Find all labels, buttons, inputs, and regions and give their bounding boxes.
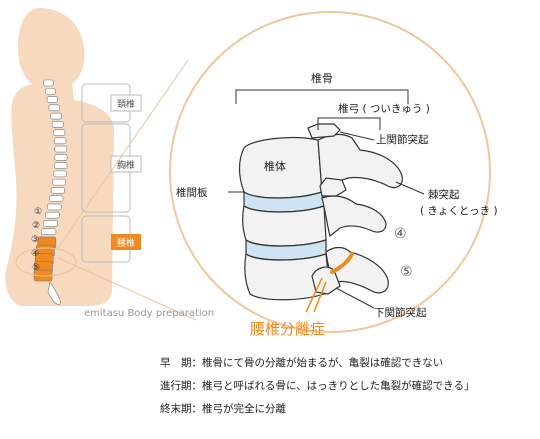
stage-early-text: ：椎骨にて骨の分離が始まるが、亀裂は確認できない [191, 357, 444, 369]
stage-terminal: 終末期：椎弓が完全に分離 [160, 398, 530, 421]
fracture-pointer [305, 277, 327, 313]
spine-column [33, 79, 68, 305]
lower-vertebral-body [244, 252, 331, 301]
spine-vertebra [47, 203, 62, 211]
vertebra-numbers: ① ② ③ ④ ⑤ [31, 207, 42, 273]
stage-notes: 早 期：椎骨にて骨の分離が始まるが、亀裂は確認できない 進行期：椎弓と呼ばれる骨… [160, 352, 530, 421]
spine-vertebra [44, 87, 56, 95]
credit-text: emitasu Body preparation [84, 308, 214, 319]
stage-terminal-term: 終末期 [160, 403, 192, 415]
spine-vertebra [53, 170, 67, 178]
vertebra-number-5: ⑤ [32, 263, 40, 273]
condition-title: 腰椎分離症 [250, 320, 325, 338]
spine-vertebra [43, 79, 54, 87]
spine-vertebra [45, 211, 60, 219]
vertebra-illustration [238, 123, 403, 301]
spine-vertebra [54, 162, 68, 169]
label-disc: 椎間板 [176, 186, 208, 199]
spine-vertebra [54, 145, 68, 153]
spine-vertebra [40, 228, 57, 235]
label-spinous-1: 棘突起 [428, 188, 460, 201]
sacrum [47, 281, 61, 305]
spine-vertebra [51, 121, 64, 128]
inferior-articular-process [311, 266, 341, 295]
vertebra-number-2: ② [32, 221, 40, 231]
spine-vertebra [50, 187, 65, 194]
middle-articular-process [319, 177, 347, 197]
anatomy-labels: 椎骨 椎弓 ( ついきゅう ) 上関節突起 椎体 椎間板 棘突起 ( きょくとっ… [176, 71, 498, 319]
label-superior-articular: 上関節突起 [376, 133, 429, 146]
spine-vertebra [48, 104, 60, 112]
stage-progressive-text: ：椎弓と呼ばれる骨に、はっきりとした亀裂が確認できる」 [191, 380, 475, 392]
spine-vertebra [46, 96, 58, 103]
label-body: 椎体 [264, 159, 286, 173]
stage-progressive: 進行期：椎弓と呼ばれる骨に、はっきりとした亀裂が確認できる」 [160, 375, 530, 398]
vertebra-number-1: ① [34, 207, 42, 217]
annotation-lines [228, 89, 425, 309]
stage-early-term: 早 期 [160, 357, 192, 369]
label-vertebra: 椎骨 [311, 71, 333, 85]
fracture-highlight [330, 252, 354, 274]
vertebra-number-4: ④ [31, 249, 39, 259]
spine-vertebra [54, 154, 68, 161]
zoom-lines [15, 59, 197, 321]
arch-bracket [317, 117, 381, 130]
spine-vertebra [50, 112, 62, 120]
lumbar-label: 腰椎 [117, 237, 135, 249]
vertebra-bracket [235, 89, 409, 104]
stage-early: 早 期：椎骨にて骨の分離が始まるが、亀裂は確認できない [160, 352, 530, 375]
label-number-4: ④ [394, 226, 407, 242]
label-arch: 椎弓 ( ついきゅう ) [338, 102, 430, 115]
lumbar-label-box [111, 234, 141, 250]
vertebra-number-3: ③ [31, 235, 39, 245]
region-boxes: 頚椎 胸椎 腰椎 [81, 83, 142, 263]
spine-vertebra [52, 178, 67, 186]
stage-progressive-term: 進行期 [160, 380, 192, 392]
spine-vertebra [53, 129, 66, 136]
cervical-label: 頚椎 [117, 98, 135, 110]
label-inferior-articular: 下関節突起 [374, 306, 427, 319]
stage-terminal-text: ：椎弓が完全に分離 [191, 403, 287, 415]
middle-spinous-process [321, 195, 387, 238]
label-spinous-2: ( きょくとっき ) [420, 205, 498, 217]
spine-vertebra [53, 137, 67, 145]
label-number-5: ⑤ [400, 264, 413, 280]
cervical-label-box [110, 94, 142, 112]
thoracic-label: 胸椎 [117, 159, 135, 171]
middle-vertebral-body [242, 205, 327, 247]
spine-vertebra [42, 220, 58, 227]
spine-vertebra [49, 195, 64, 202]
